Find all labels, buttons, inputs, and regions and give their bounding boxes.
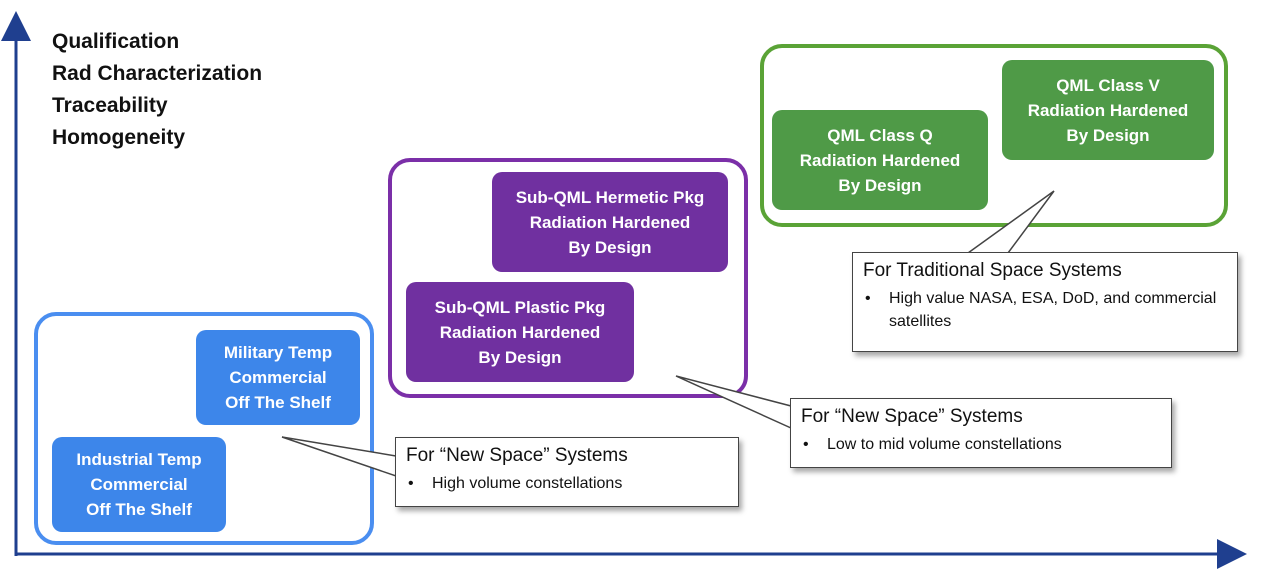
- box-line: By Design: [478, 347, 562, 367]
- box-line: QML Class V: [1056, 75, 1160, 95]
- y-axis-labels: Qualification Rad Characterization Trace…: [52, 26, 262, 154]
- qml-class-v-box: QML Class V Radiation Hardened By Design: [1002, 60, 1214, 160]
- box-line: Radiation Hardened: [799, 150, 961, 170]
- box-line: By Design: [1066, 125, 1150, 145]
- box-line: Industrial Temp: [76, 450, 202, 469]
- box-line: By Design: [838, 175, 922, 195]
- box-line: Radiation Hardened: [529, 212, 691, 232]
- box-line: Sub-QML Plastic Pkg: [434, 297, 606, 317]
- callout-bullet: Low to mid volume constellations: [801, 433, 1161, 456]
- industrial-temp-cots-box: Industrial Temp Commercial Off The Shelf: [52, 437, 226, 532]
- qml-class-q-box: QML Class Q Radiation Hardened By Design: [772, 110, 988, 210]
- callout-title: For Traditional Space Systems: [863, 260, 1122, 281]
- box-line: Off The Shelf: [225, 393, 331, 412]
- callout-bullet: High volume constellations: [406, 472, 728, 495]
- box-line: Commercial: [229, 368, 327, 387]
- box-line: By Design: [568, 237, 652, 257]
- military-temp-cots-box: Military Temp Commercial Off The Shelf: [196, 330, 360, 425]
- box-line: Military Temp: [223, 343, 333, 362]
- box-line: Commercial: [90, 475, 188, 494]
- callout-traditional-space: For Traditional Space Systems High value…: [852, 252, 1238, 352]
- callout-bullets: High volume constellations: [406, 472, 728, 495]
- y-label-rad-characterization: Rad Characterization: [52, 62, 263, 85]
- box-line: Sub-QML Hermetic Pkg: [515, 187, 705, 207]
- callout-new-space-mid-volume: For “New Space” Systems Low to mid volum…: [790, 398, 1172, 468]
- box-line: QML Class Q: [827, 125, 933, 145]
- callout-bullet: High value NASA, ESA, DoD, and commercia…: [863, 287, 1227, 333]
- box-line: Off The Shelf: [86, 500, 192, 519]
- y-label-homogeneity: Homogeneity: [52, 126, 186, 149]
- callout-title: For “New Space” Systems: [406, 445, 628, 466]
- y-label-traceability: Traceability: [52, 94, 168, 117]
- y-label-qualification: Qualification: [52, 30, 180, 53]
- callout-new-space-high-volume: For “New Space” Systems High volume cons…: [395, 437, 739, 507]
- sub-qml-plastic-box: Sub-QML Plastic Pkg Radiation Hardened B…: [406, 282, 634, 382]
- callout-title: For “New Space” Systems: [801, 406, 1023, 427]
- callout-bullets: High value NASA, ESA, DoD, and commercia…: [863, 287, 1227, 333]
- box-line: Radiation Hardened: [439, 322, 601, 342]
- callout-bullets: Low to mid volume constellations: [801, 433, 1161, 456]
- box-line: Radiation Hardened: [1027, 100, 1189, 120]
- sub-qml-hermetic-box: Sub-QML Hermetic Pkg Radiation Hardened …: [492, 172, 728, 272]
